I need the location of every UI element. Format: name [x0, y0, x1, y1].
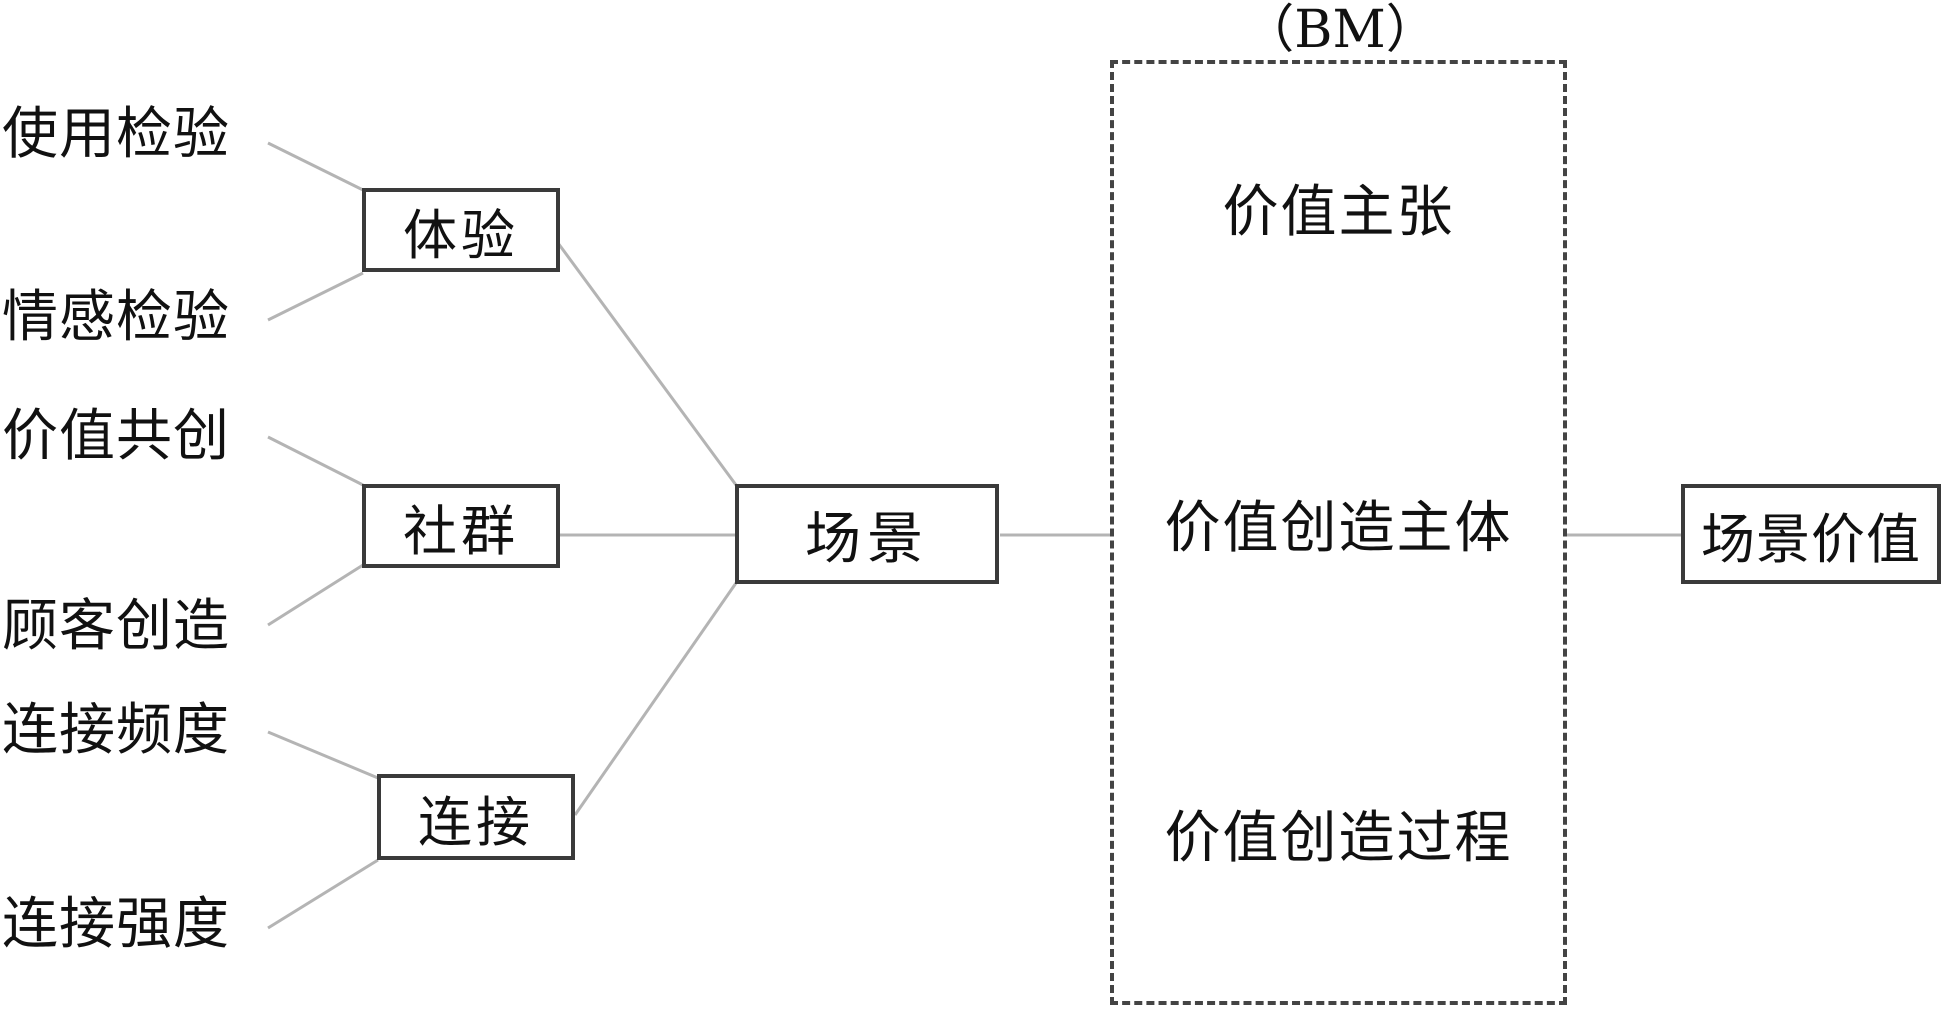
leaf-item-value-cocreation: 价值共创: [2, 404, 230, 469]
dimension-label-community: 社群: [403, 499, 519, 563]
connector-leaf1-experience: [267, 141, 364, 192]
leaf-item-connection-frequency: 连接频度: [2, 698, 230, 763]
bm-item-value-proposition: 价值主张: [1222, 180, 1455, 245]
connector-connection-scene: [573, 582, 738, 816]
dimension-box-connection: 连接: [377, 774, 575, 860]
bm-frame: [1110, 60, 1567, 1005]
leaf-item-customer-creation: 顾客创造: [2, 594, 230, 659]
bm-item-value-creation-process: 价值创造过程: [1164, 806, 1513, 871]
output-label: 场景价值: [1701, 507, 1921, 571]
connector-leaf5-connection: [267, 730, 379, 780]
bm-item-value-creation-subject: 价值创造主体: [1164, 496, 1513, 561]
bm-title: （BM）: [1242, 0, 1438, 60]
leaf-item-usage-test: 使用检验: [2, 102, 230, 167]
dimension-label-experience: 体验: [403, 203, 519, 267]
connector-leaf3-community: [267, 435, 364, 487]
leaf-item-emotion-test: 情感检验: [2, 285, 230, 350]
output-box-scene-value: 场景价值: [1681, 484, 1941, 584]
connector-leaf2-experience: [267, 271, 364, 322]
connector-leaf6-connection: [267, 858, 379, 930]
dimension-label-connection: 连接: [418, 790, 534, 854]
dimension-box-experience: 体验: [362, 188, 560, 272]
scene-box: 场景: [735, 484, 999, 584]
connector-experience-scene: [556, 242, 738, 486]
connector-leaf4-community: [267, 563, 364, 627]
dimension-box-community: 社群: [362, 484, 560, 568]
leaf-item-connection-strength: 连接强度: [2, 892, 230, 957]
scene-label: 场景: [805, 506, 929, 572]
